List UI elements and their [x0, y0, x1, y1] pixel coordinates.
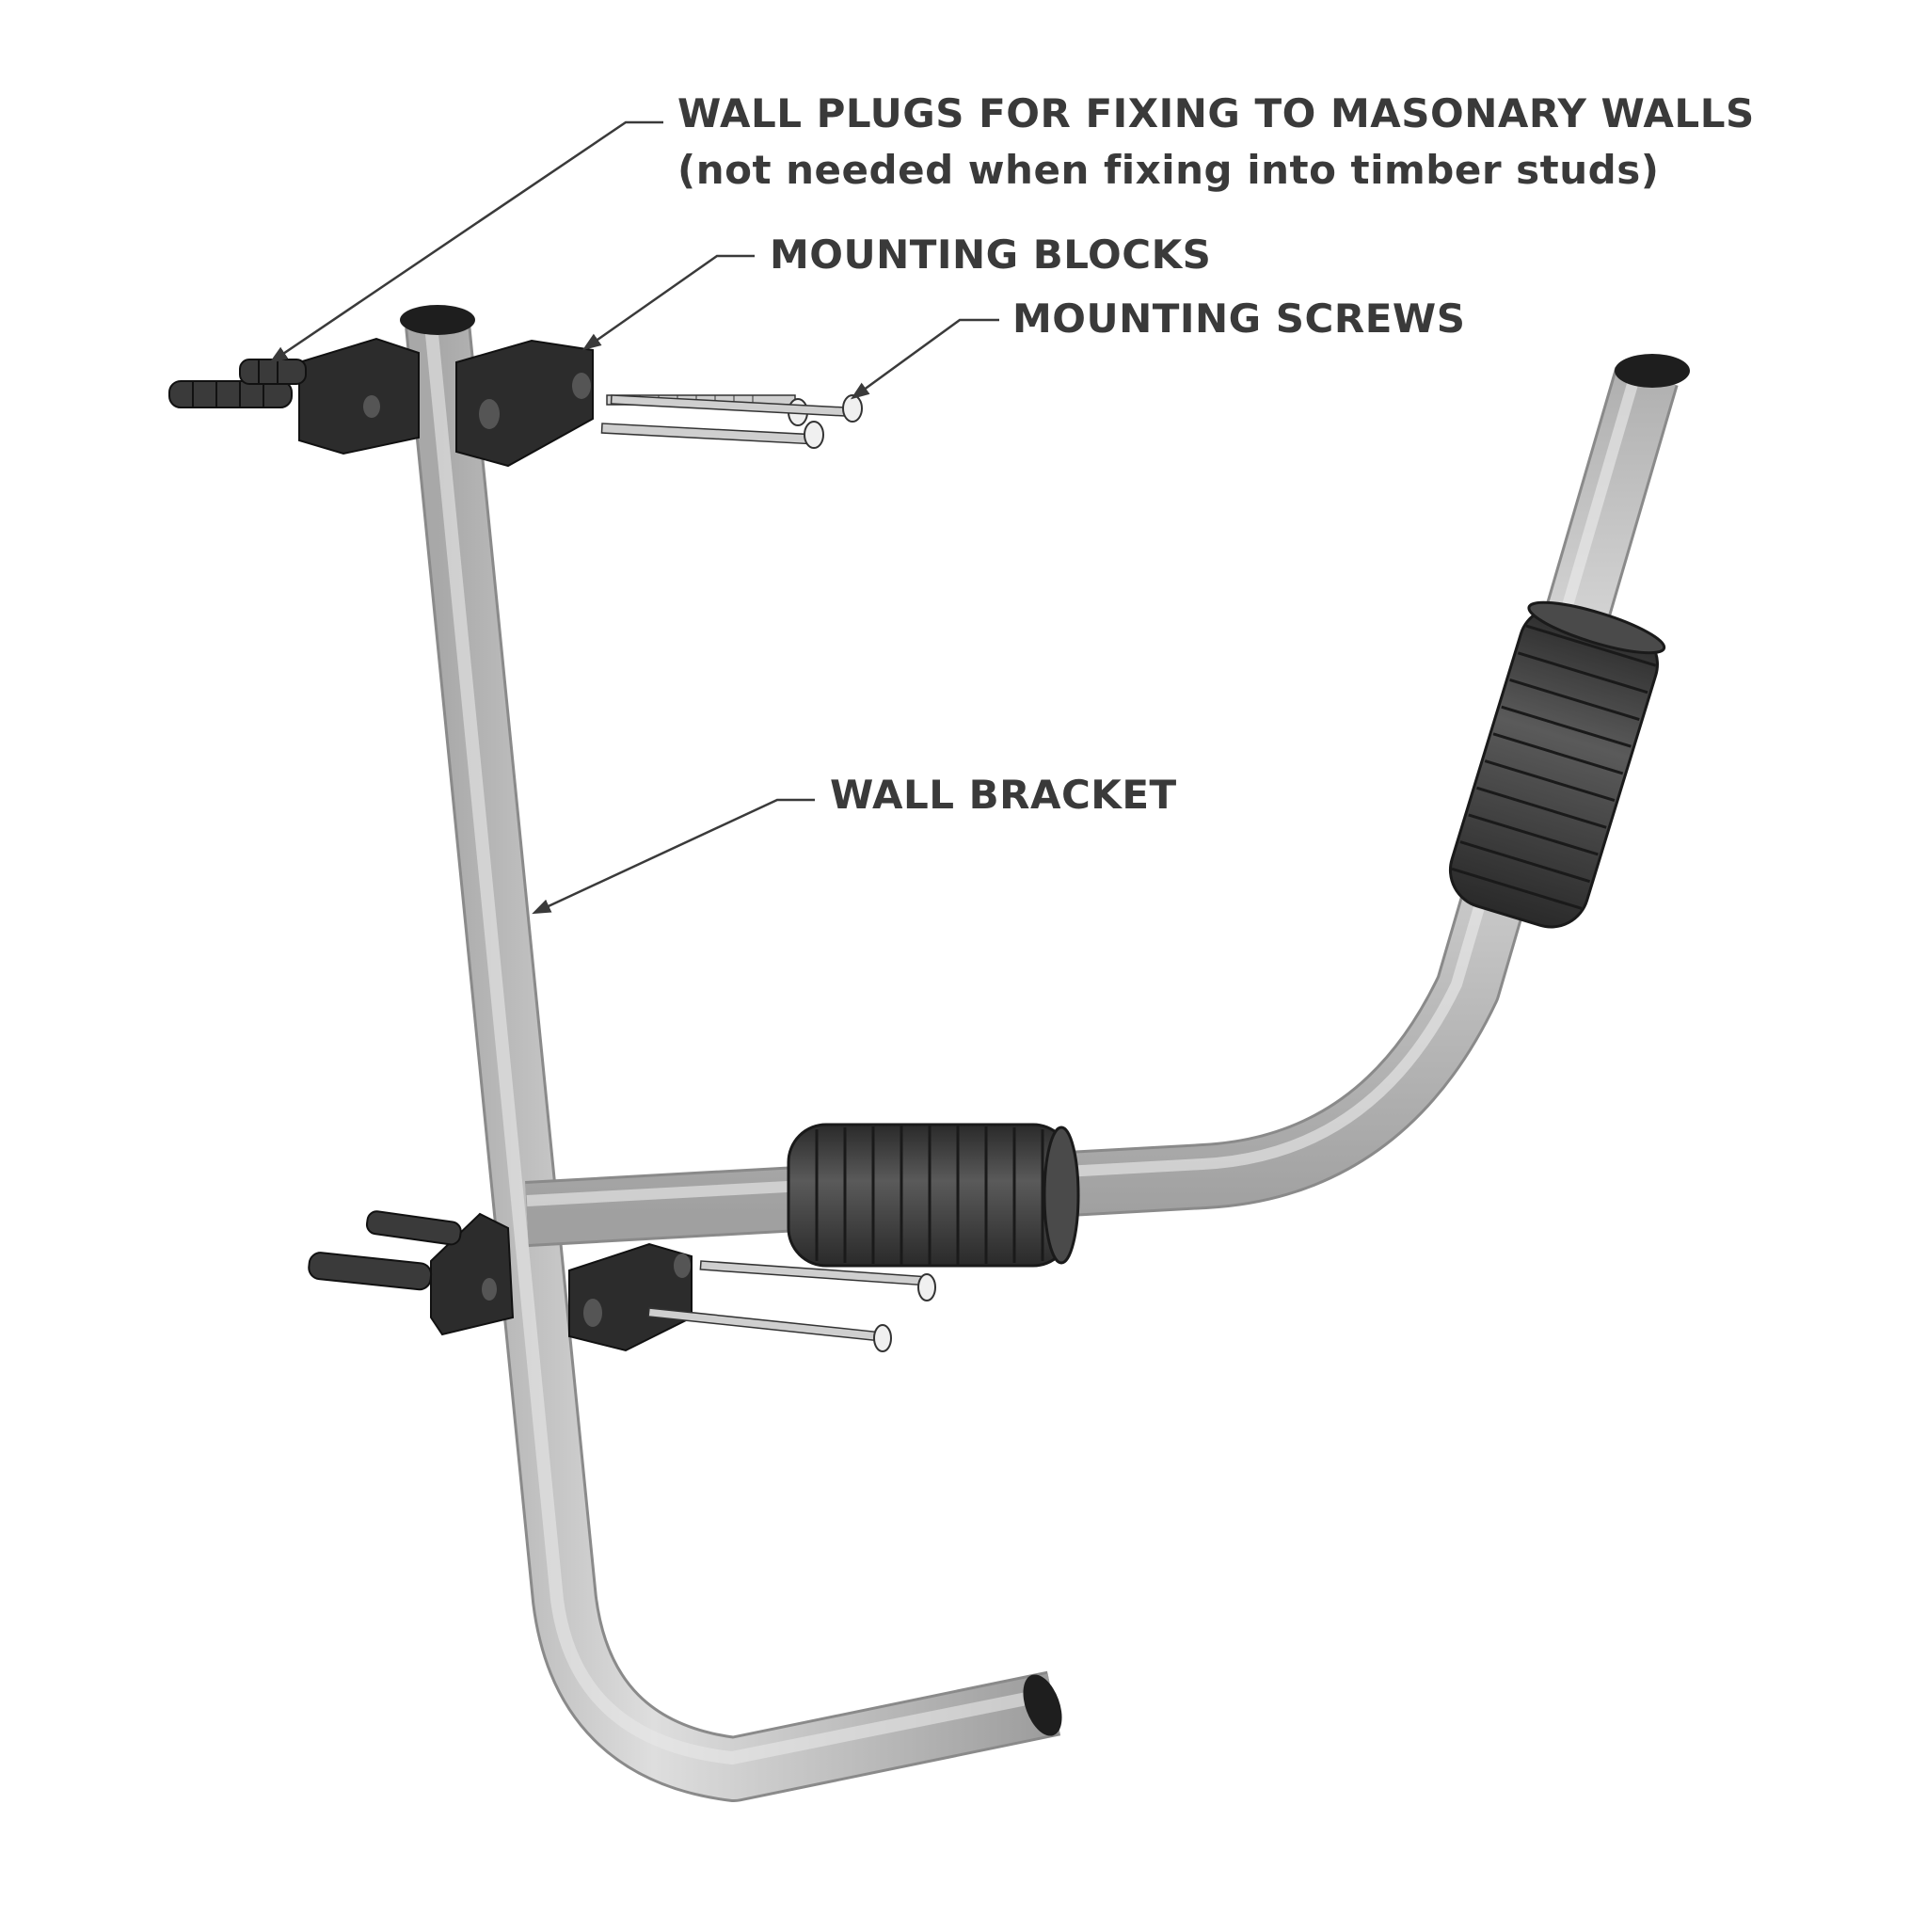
wall-plug-bottom-2: [308, 1252, 433, 1291]
top-end-cap: [400, 305, 475, 335]
wall-bracket-tube: [405, 321, 1061, 1802]
mounting-screw-bottom-1: [699, 1260, 936, 1301]
mounting-block-top-right: [455, 339, 594, 468]
mounting-block-top-left: [298, 337, 420, 455]
leader-wall-bracket: [532, 798, 815, 915]
foam-grip-upper: [1448, 600, 1666, 929]
arm-end-cap: [1615, 354, 1690, 388]
leader-mounting-blocks: [581, 254, 755, 351]
leader-wall-plugs: [268, 120, 663, 364]
wall-plug-top-2: [239, 359, 307, 385]
wall-bracket-label: WALL BRACKET: [830, 772, 1177, 818]
mounting-screws-label: MOUNTING SCREWS: [1012, 295, 1466, 342]
mounting-screw-bottom-2: [647, 1307, 892, 1352]
mounting-blocks-label: MOUNTING BLOCKS: [770, 232, 1212, 278]
bottom-end-cap: [1023, 1674, 1062, 1736]
wall-plug-top-1: [168, 380, 293, 408]
wall-plug-bottom-1: [365, 1210, 462, 1246]
mounting-block-bottom-right: [568, 1242, 693, 1352]
leader-mounting-screws: [850, 318, 999, 400]
mounting-screw-top-2: [600, 421, 824, 449]
wall-plugs-label: WALL PLUGS FOR FIXING TO MASONARY WALLS: [677, 90, 1755, 136]
wall-plugs-note: (not needed when fixing into timber stud…: [677, 147, 1660, 193]
foam-grip-horizontal: [787, 1123, 1080, 1268]
bracket-arm: [525, 367, 1679, 1247]
mounting-screw-top-3: [610, 394, 863, 423]
